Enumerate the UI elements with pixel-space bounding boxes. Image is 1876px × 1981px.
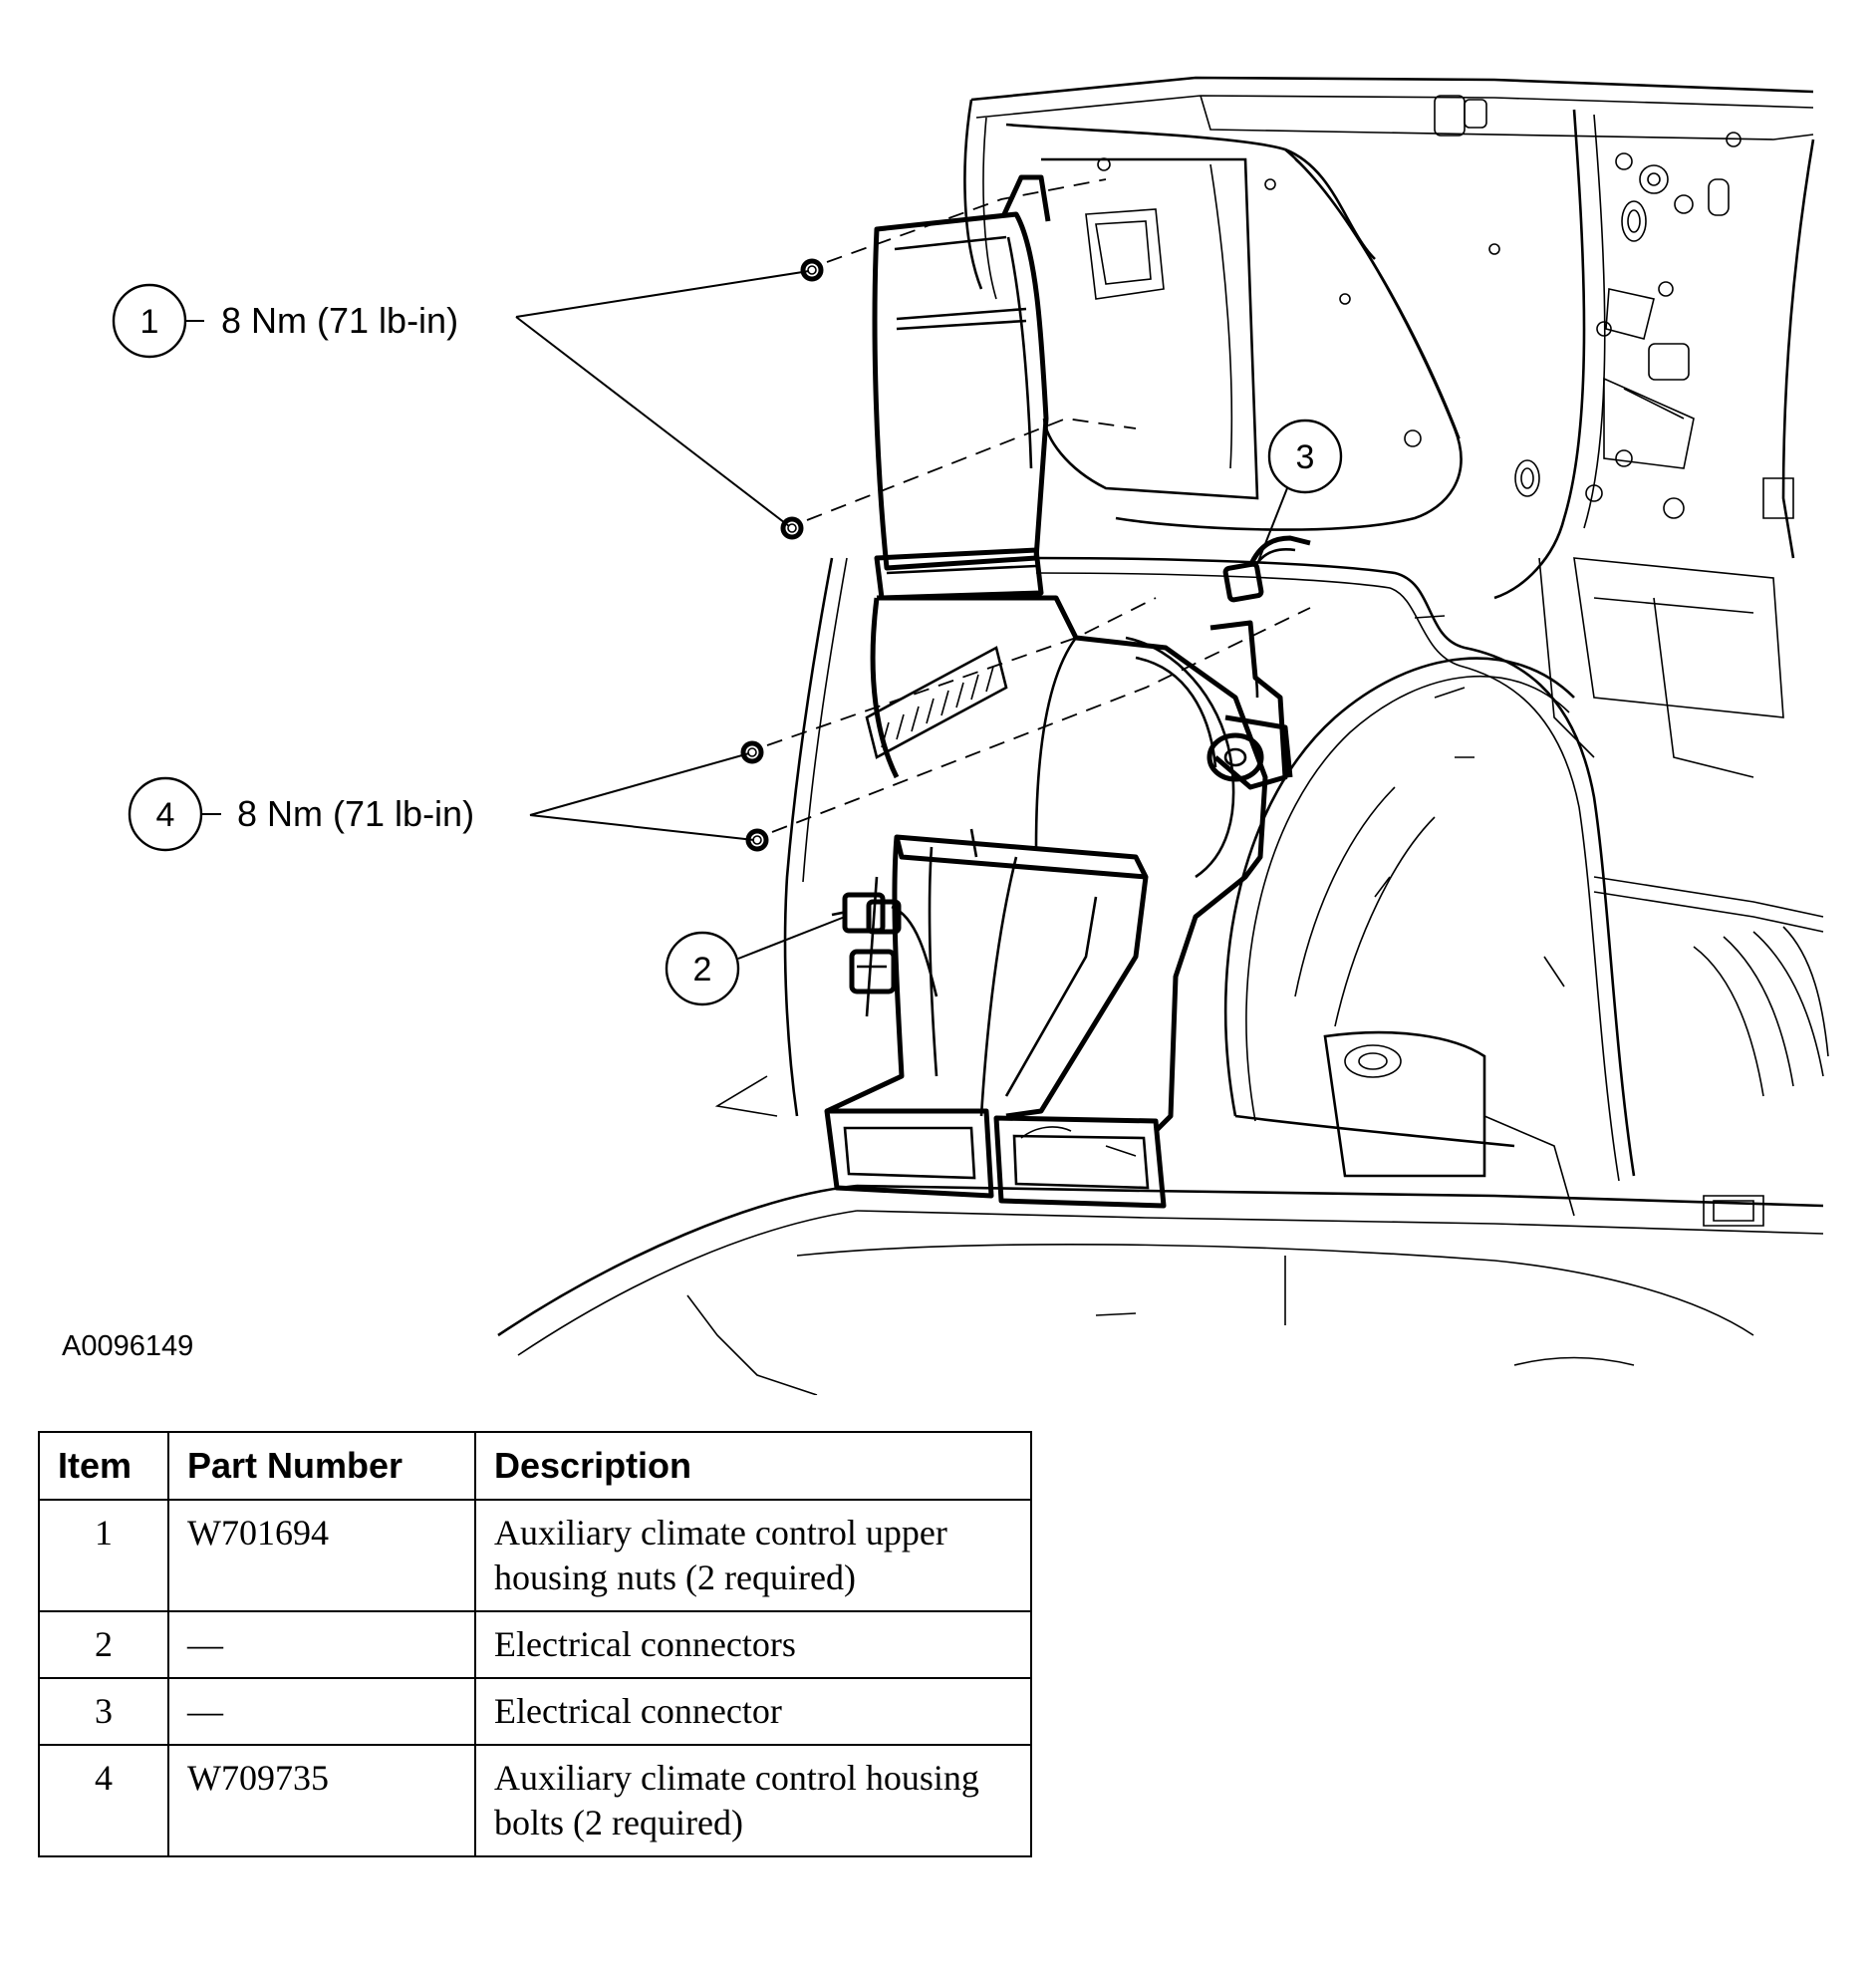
- row-description: Electrical connectors: [474, 1610, 1032, 1679]
- row-description: Auxiliary climate control housing bolts …: [474, 1744, 1032, 1857]
- table-row: 2 — Electrical connectors: [38, 1610, 1032, 1679]
- row-part-number: —: [167, 1677, 476, 1746]
- fasteners: [740, 258, 824, 852]
- callout-4-number: 4: [156, 796, 175, 834]
- callout-1-number: 1: [140, 303, 159, 341]
- row-description: Auxiliary climate control upper housing …: [474, 1499, 1032, 1612]
- header-part-number: Part Number: [167, 1431, 476, 1501]
- row-part-number: —: [167, 1610, 476, 1679]
- auxiliary-climate-control-housing: [740, 157, 1311, 1209]
- header-description: Description: [474, 1431, 1032, 1501]
- callout-2-number: 2: [693, 951, 712, 989]
- electrical-connectors-item-2: [831, 892, 938, 997]
- electrical-connector-item-3: [1222, 535, 1311, 603]
- callout-1-spec: 8 Nm (71 lb-in): [221, 300, 458, 341]
- callout-2: 2: [665, 916, 846, 1006]
- vehicle-body-panels: [497, 76, 1829, 1395]
- row-part-number: W709735: [167, 1744, 476, 1857]
- row-item: 3: [38, 1677, 169, 1746]
- row-item: 2: [38, 1610, 169, 1679]
- row-item: 1: [38, 1499, 169, 1612]
- table-row: 4 W709735 Auxiliary climate control hous…: [38, 1744, 1032, 1857]
- row-part-number: W701694: [167, 1499, 476, 1612]
- figure-id: A0096149: [62, 1330, 193, 1362]
- parts-table: Item Part Number Description 1 W701694 A…: [38, 1431, 1032, 1857]
- table-header-row: Item Part Number Description: [38, 1431, 1032, 1501]
- table-row: 3 — Electrical connector: [38, 1677, 1032, 1746]
- body-mounting-holes: [1097, 132, 1794, 519]
- callout-4-spec: 8 Nm (71 lb-in): [237, 793, 474, 834]
- table-row: 1 W701694 Auxiliary climate control uppe…: [38, 1499, 1032, 1612]
- header-item: Item: [38, 1431, 169, 1501]
- row-item: 4: [38, 1744, 169, 1857]
- exploded-view-illustration: 1 8 Nm (71 lb-in) 2 3 4 8 Nm (71 lb-in) …: [62, 76, 1829, 1395]
- row-description: Electrical connector: [474, 1677, 1032, 1746]
- callout-1: 1 8 Nm (71 lb-in): [112, 270, 810, 527]
- callout-3-number: 3: [1296, 438, 1315, 476]
- callout-4: 4 8 Nm (71 lb-in): [128, 752, 755, 852]
- callout-3: 3: [1256, 419, 1343, 565]
